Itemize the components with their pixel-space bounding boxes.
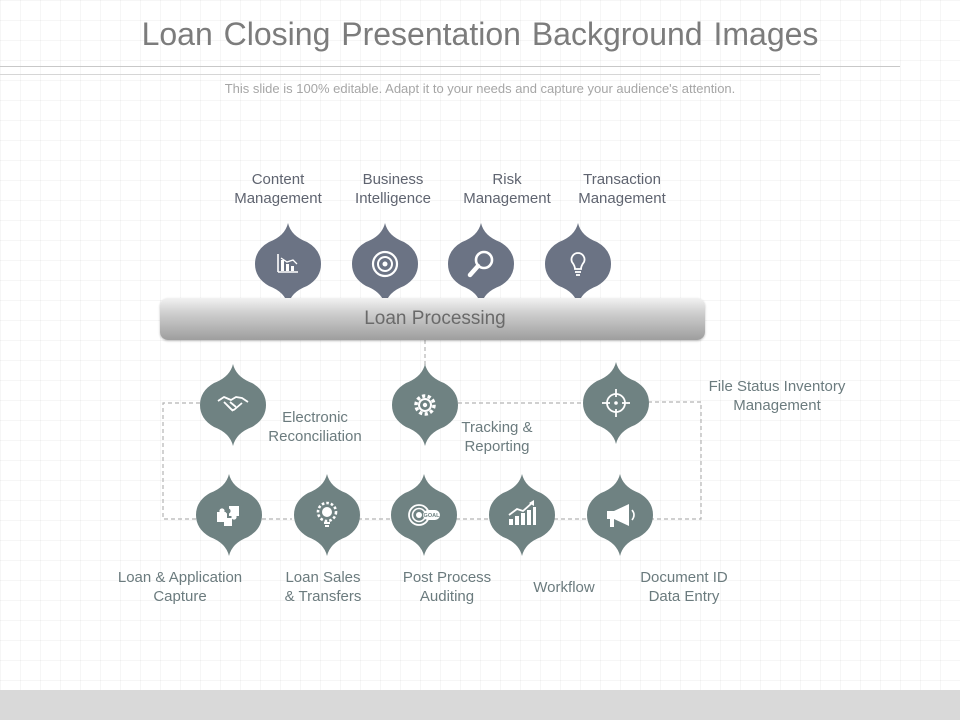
post-process-auditing-node: GOAL <box>389 474 459 556</box>
target-icon <box>371 250 399 278</box>
tracking-reporting-node <box>390 364 460 446</box>
footer-strip <box>0 690 960 720</box>
bar-chart-icon <box>277 254 298 273</box>
page-title: Loan Closing Presentation Background Ima… <box>141 16 819 52</box>
business-intelligence-node <box>350 223 420 305</box>
magnifier-icon <box>467 250 494 278</box>
transaction-management-node <box>543 223 613 305</box>
title-rule-secondary <box>0 74 820 75</box>
loan-sales-transfers-node <box>292 474 362 556</box>
growth-chart-icon <box>508 500 536 525</box>
title-rule <box>0 66 900 67</box>
document-id-data-entry-node <box>585 474 655 556</box>
puzzle-icon <box>217 506 239 526</box>
loan-processing-label: Loan Processing <box>364 308 506 329</box>
goal-badge-text: GOAL <box>424 513 441 519</box>
bulb-gear-icon <box>316 501 338 527</box>
workflow-node <box>487 474 557 556</box>
electronic-reconciliation-node <box>198 364 268 446</box>
goal-icon: GOAL <box>408 504 441 526</box>
lightbulb-icon <box>570 252 586 276</box>
loan-application-capture-node <box>194 474 264 556</box>
megaphone-icon <box>607 504 635 527</box>
handshake-icon <box>217 396 249 412</box>
content-management-node <box>253 223 323 305</box>
risk-management-node <box>446 223 516 305</box>
page-subtitle: This slide is 100% editable. Adapt it to… <box>224 81 736 96</box>
crosshair-icon <box>602 389 630 417</box>
label-loan-sales-transfers: Loan Sales& Transfers <box>284 569 362 605</box>
loan-processing-bar <box>160 298 705 340</box>
file-status-inventory-node <box>581 362 651 444</box>
gear-icon <box>414 394 436 416</box>
label-tracking-reporting: Tracking &Reporting <box>461 419 533 455</box>
label-workflow: Workflow <box>533 579 595 596</box>
